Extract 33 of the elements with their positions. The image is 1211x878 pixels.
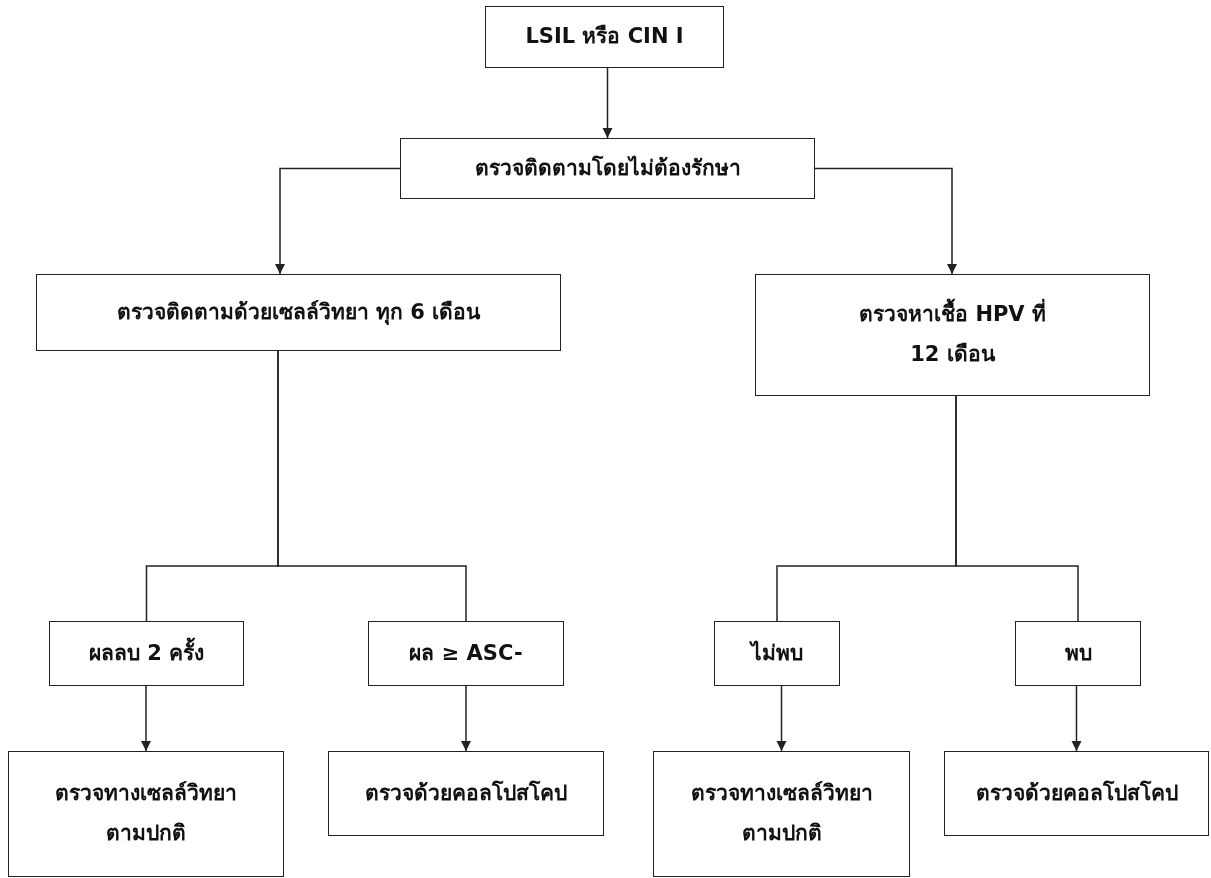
connector-line (277, 350, 467, 622)
arrow (814, 167, 957, 275)
arrow (776, 685, 787, 752)
process-box (653, 751, 910, 877)
process-box (755, 274, 1150, 396)
box-label: ผลลบ 2 ครั้ง (80, 633, 213, 674)
process-box (49, 621, 244, 686)
box-label: ตรวจด้วยคอลโปสโคป (974, 779, 1179, 807)
arrow (602, 67, 613, 139)
box-label: ไม่พบ (748, 639, 804, 667)
process-box (328, 751, 604, 836)
arrow (141, 685, 151, 752)
connector-line (955, 395, 1079, 622)
box-label: ตรวจทางเซลล์วิทยา ตามปกติ (54, 780, 238, 847)
process-box (36, 274, 561, 351)
arrow (275, 167, 401, 275)
box-label: LSIL หรือ CIN I (524, 23, 685, 51)
box-label: ตรวจทางเซลล์วิทยา ตามปกติ (689, 780, 874, 847)
box-label: ตรวจด้วยคอลโปสโคป (364, 779, 568, 807)
process-box (400, 138, 815, 199)
arrow (1071, 685, 1082, 752)
box-label: ตรวจติดตามโดยไม่ต้องรักษา (473, 154, 742, 182)
process-box (944, 751, 1209, 836)
arrow (461, 685, 471, 752)
box-label: ตรวจติดตามด้วยเซลล์วิทยา ทุก 6 เดือน (115, 298, 482, 327)
box-label: ตรวจหาเชื้อ HPV ที่ 12 เดือน (834, 295, 1071, 375)
box-label: พบ (1063, 639, 1093, 667)
box-label: ผล ≥ ASC- (408, 639, 524, 667)
process-box (485, 6, 724, 68)
process-box (714, 621, 840, 686)
process-box (368, 621, 564, 686)
process-box (8, 751, 284, 877)
process-box (1015, 621, 1141, 686)
